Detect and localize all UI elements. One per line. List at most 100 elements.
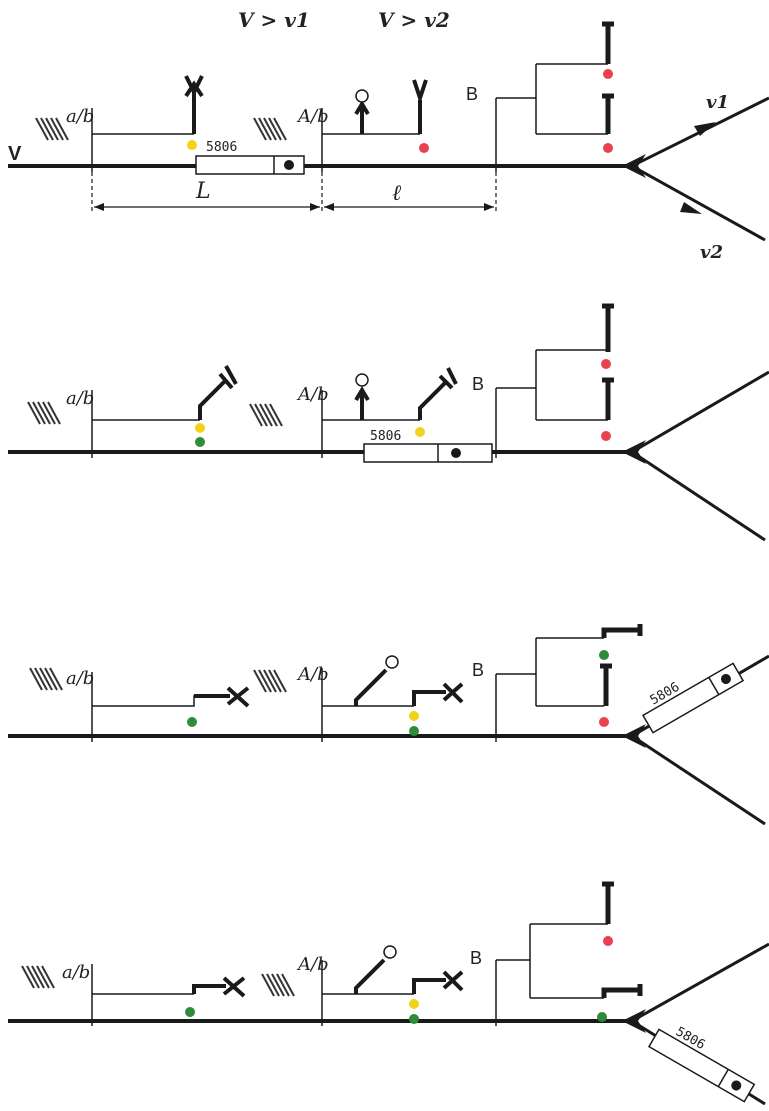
dimension-arrow <box>310 203 320 211</box>
lamp-red <box>419 143 429 153</box>
home-signal-head <box>418 367 458 420</box>
branch-track-upper <box>631 942 769 1023</box>
dimension-arrow <box>94 203 104 211</box>
branch-track-upper <box>631 370 769 454</box>
home-signal-arm <box>354 958 386 994</box>
exit-signal-lower-arm <box>601 984 643 998</box>
distant-signal-head <box>194 686 250 708</box>
panel-4: a/b A/b B 5806 <box>8 881 769 1106</box>
exit-signal-lower-arm <box>602 377 614 420</box>
branch-arrow-upper <box>694 122 716 136</box>
length-label-short: ℓ <box>392 181 402 206</box>
lamp-red <box>603 69 613 79</box>
hatch-mark-home <box>261 973 295 997</box>
home-signal-arm <box>354 668 388 706</box>
exit-signal-lower-arm <box>600 663 612 706</box>
hatch-mark-distant <box>35 117 69 141</box>
lamp-green <box>195 437 205 447</box>
home-signal-mast <box>321 668 414 742</box>
home-signal-head <box>412 970 464 994</box>
panel-2: a/b A/b B 5806 <box>8 303 769 542</box>
lamp-green <box>409 1014 419 1024</box>
branch-speed-1: v1 <box>706 92 729 113</box>
train: 5806 <box>641 662 745 734</box>
home-signal-label: A/b <box>296 384 329 405</box>
exit-signal-upper-arm <box>601 624 643 638</box>
home-signal-label: A/b <box>296 106 329 127</box>
branch-speed-2: v2 <box>700 242 723 263</box>
lamp-yellow <box>409 999 419 1009</box>
exit-signal-frame <box>495 349 608 458</box>
dimension-arrow <box>484 203 494 211</box>
home-signal-mast <box>321 108 420 172</box>
distant-signal-head <box>184 75 204 134</box>
lamp-green <box>187 717 197 727</box>
exit-signal-upper-arm <box>602 21 614 64</box>
hatch-mark-distant <box>21 965 55 989</box>
home-signal-disc <box>355 373 369 387</box>
lamp-yellow <box>195 423 205 433</box>
lamp-green <box>599 650 609 660</box>
speed-condition-2: V > v2 <box>378 8 450 32</box>
lamp-red <box>601 359 611 369</box>
lamp-green <box>597 1012 607 1022</box>
train: 5806 <box>195 140 305 175</box>
home-signal-disc <box>355 89 369 103</box>
lamp-red <box>601 431 611 441</box>
hatch-mark-home <box>253 669 287 693</box>
lamp-red <box>599 717 609 727</box>
home-signal-head <box>412 682 464 706</box>
hatch-mark-distant <box>27 401 61 425</box>
lamp-yellow <box>187 140 197 150</box>
panel-1: V v1 v2 a/b A/b B <box>8 21 769 263</box>
lamp-red <box>603 936 613 946</box>
branch-track-lower <box>631 450 766 542</box>
distant-signal-mast <box>91 672 230 742</box>
branch-arrow-lower <box>680 202 702 214</box>
distant-signal-label: a/b <box>66 106 94 127</box>
hatch-mark-distant <box>29 667 63 691</box>
train: 5806 <box>647 1024 756 1103</box>
branch-track-lower <box>631 734 766 826</box>
distant-signal-mast <box>91 964 194 1026</box>
distant-signal-head <box>192 976 246 998</box>
branch-track-lower <box>631 164 766 242</box>
hatch-mark-home <box>253 117 287 141</box>
distant-signal-head <box>198 365 238 420</box>
panel-3: a/b A/b B 5806 <box>8 624 769 826</box>
length-label-long: L <box>195 179 211 204</box>
train-number: 5806 <box>370 429 401 444</box>
home-signal-mast <box>321 390 420 458</box>
distant-signal-label: a/b <box>66 668 94 689</box>
train: 5806 <box>363 429 493 463</box>
distant-signal-mast <box>91 108 194 172</box>
exit-signal-frame <box>495 923 608 1026</box>
exit-signal-frame <box>495 63 608 172</box>
home-signal-disc <box>385 655 399 669</box>
lamp-green <box>409 726 419 736</box>
exit-signal-label: B <box>466 84 478 104</box>
exit-signal-label: B <box>472 374 484 394</box>
dimension-arrow <box>324 203 334 211</box>
exit-signal-label: B <box>472 660 484 680</box>
distant-signal-label: a/b <box>66 388 94 409</box>
dimension-lines <box>91 172 497 212</box>
home-signal-arm <box>354 386 370 420</box>
lamp-red <box>603 143 613 153</box>
train-number: 5806 <box>206 140 237 155</box>
speed-condition-1: V > v1 <box>238 8 310 32</box>
hatch-mark-home <box>249 403 283 427</box>
home-signal-mast <box>321 960 414 1026</box>
exit-signal-upper-arm <box>602 881 614 924</box>
lamp-yellow <box>409 711 419 721</box>
home-signal-label: A/b <box>296 664 329 685</box>
home-signal-arm <box>354 100 370 134</box>
home-signal-disc <box>383 945 397 959</box>
exit-signal-upper-arm <box>602 303 614 352</box>
lamp-green <box>185 1007 195 1017</box>
exit-signal-label: B <box>470 948 482 968</box>
home-signal-label: A/b <box>296 954 329 975</box>
home-signal-head <box>412 79 428 134</box>
lamp-yellow <box>415 427 425 437</box>
